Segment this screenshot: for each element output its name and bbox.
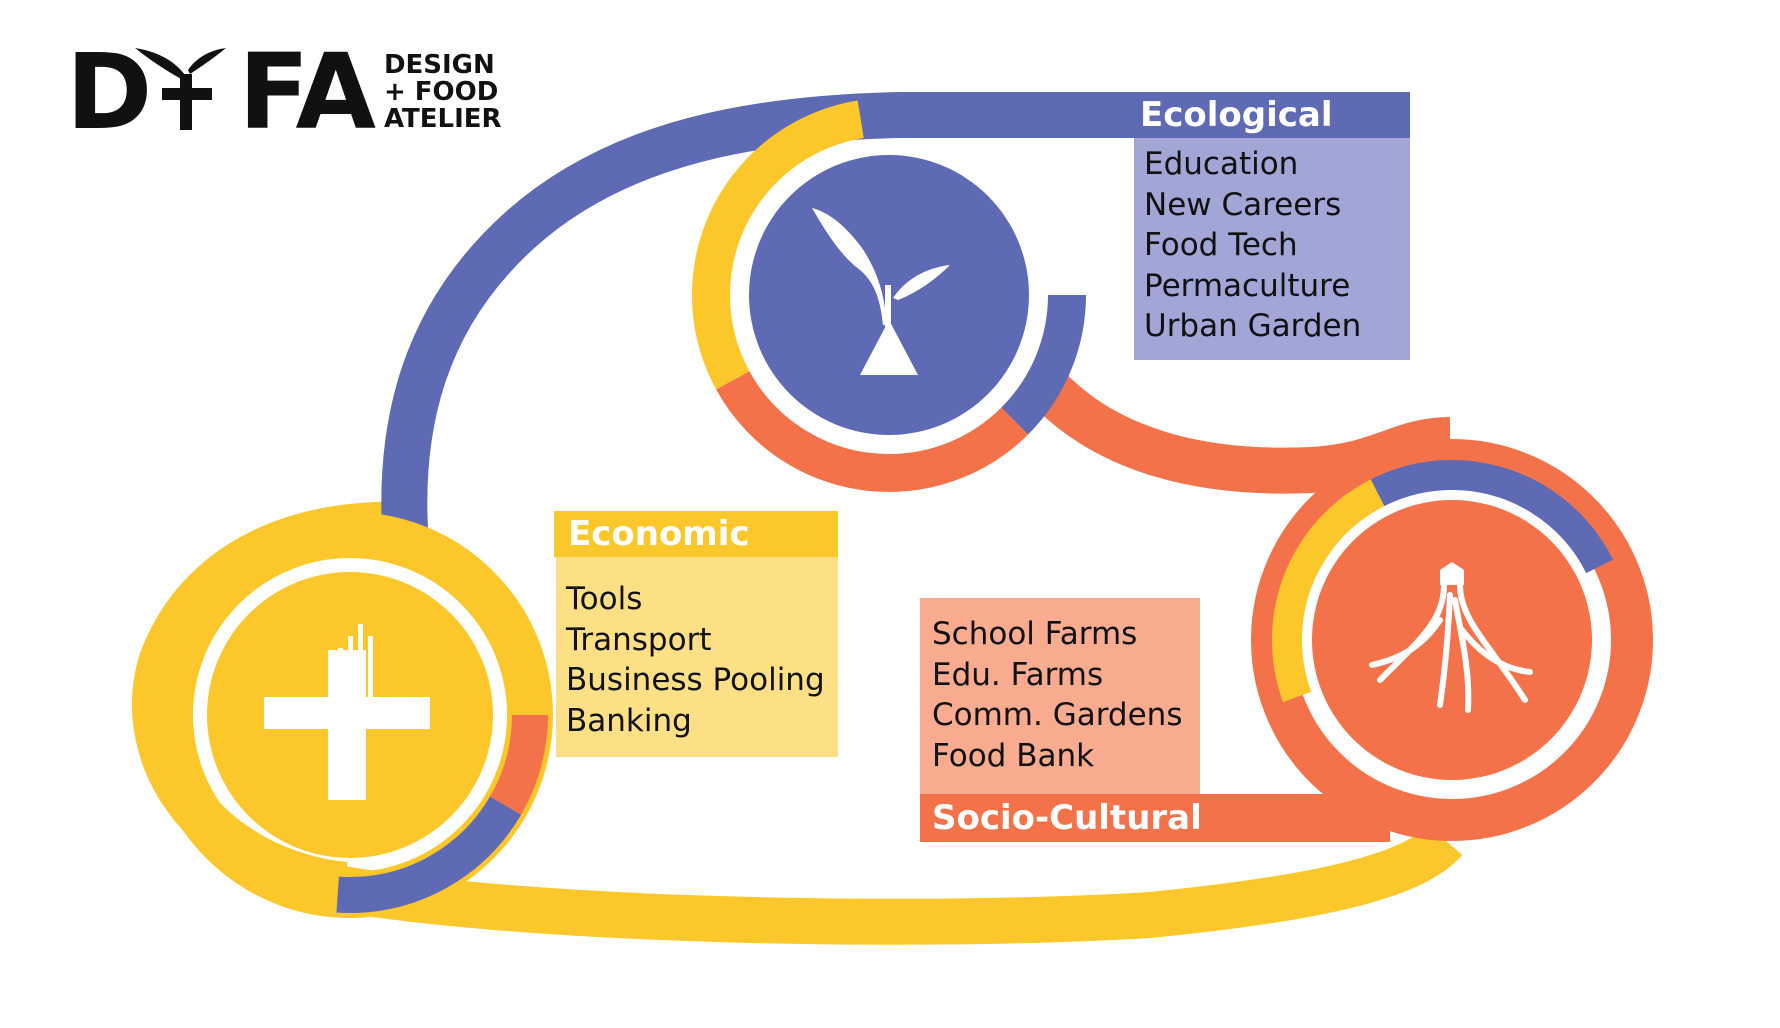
- list-item: Food Tech: [1144, 227, 1298, 263]
- logo-text-line-3: ATELIER: [383, 103, 502, 134]
- list-item: Permaculture: [1144, 267, 1351, 304]
- list-item: Education: [1144, 146, 1299, 182]
- socio-cultural-node: [1251, 439, 1653, 841]
- list-item: Food Bank: [932, 737, 1095, 774]
- economic-title: Economic: [554, 511, 838, 557]
- list-item: Business Pooling: [566, 662, 825, 698]
- list-item: New Careers: [1144, 186, 1342, 223]
- sprout-icon: [812, 208, 950, 375]
- list-item: Tools: [566, 581, 643, 617]
- roots-icon: [1369, 562, 1533, 713]
- ecological-list: Education New Careers Food Tech Permacul…: [1134, 138, 1410, 360]
- socio-cultural-title: Socio-Cultural: [920, 794, 1390, 842]
- logo-letter-d: D: [66, 31, 152, 153]
- list-item: Edu. Farms: [932, 656, 1104, 693]
- list-item: Banking: [566, 702, 692, 739]
- sprout-plus-icon: [135, 48, 226, 130]
- logo-text-line-1: DESIGN: [383, 49, 495, 80]
- logo-letters-fa: FA: [238, 31, 376, 153]
- list-item: School Farms: [932, 616, 1138, 652]
- logo-mark: D FA: [66, 31, 376, 153]
- dfa-logo: D FA DESIGN + FOOD ATELIER: [66, 40, 502, 144]
- logo-text: DESIGN + FOOD ATELIER: [383, 49, 502, 134]
- list-item: Transport: [566, 621, 712, 658]
- list-item: Urban Garden: [1144, 308, 1362, 344]
- economic-list: Tools Transport Business Pooling Banking: [556, 557, 838, 757]
- socio-cultural-list: School Farms Edu. Farms Comm. Gardens Fo…: [920, 598, 1200, 794]
- logo-text-line-2: + FOOD: [383, 76, 499, 107]
- ecological-title: Ecological: [1124, 92, 1410, 138]
- list-item: Comm. Gardens: [932, 697, 1183, 733]
- blue-top-band: [381, 91, 1130, 532]
- plus-bars-icon: [264, 624, 430, 800]
- yellow-bottom-band: [315, 823, 1463, 945]
- logo-plus-slot: [150, 44, 238, 140]
